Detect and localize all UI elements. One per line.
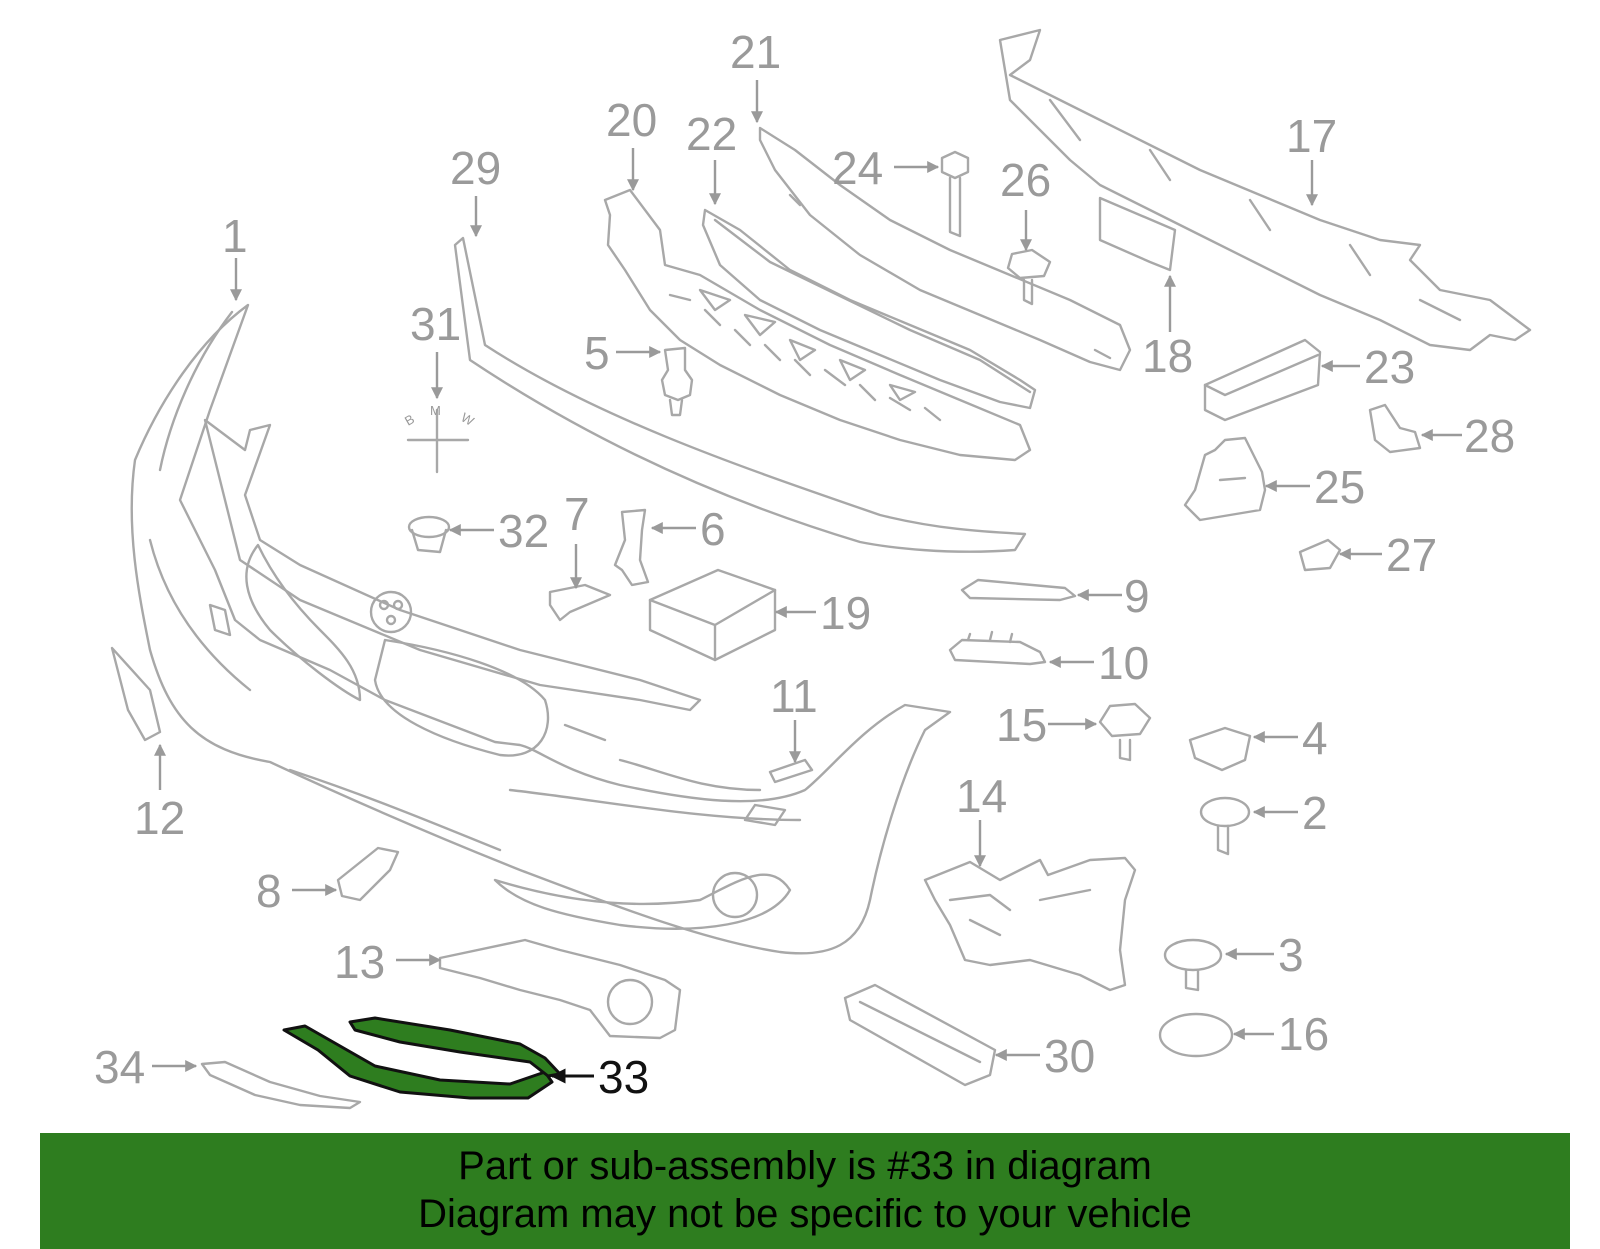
callout-7: 7 (564, 488, 590, 540)
callout-16: 16 (1278, 1008, 1329, 1060)
callout-10: 10 (1098, 637, 1149, 689)
leader-lines (152, 80, 1462, 1084)
bumper-bar-21-part (758, 126, 1132, 372)
callout-1: 1 (222, 210, 248, 262)
push-clip-5-part (660, 346, 694, 417)
bmw-emblem-31-part: B M W (402, 403, 478, 474)
callout-labels: 1 2 3 4 5 6 7 8 9 10 11 12 13 14 15 16 1… (94, 26, 1515, 1103)
info-banner: Part or sub-assembly is #33 in diagram D… (40, 1133, 1570, 1249)
reinforcement-22-part (701, 208, 1037, 410)
callout-18: 18 (1142, 330, 1193, 382)
callout-15: 15 (996, 699, 1047, 751)
bracket-9-part (960, 578, 1077, 602)
callout-34: 34 (94, 1041, 145, 1093)
callout-4: 4 (1302, 712, 1328, 764)
trim-33-highlighted-part (282, 1016, 562, 1100)
bolt-24-part (940, 150, 970, 238)
emblem-letter-w: W (459, 410, 478, 429)
callout-12: 12 (134, 792, 185, 844)
bumper-cover-part (130, 303, 952, 955)
callout-22: 22 (686, 108, 737, 160)
callout-32: 32 (498, 505, 549, 557)
callout-20: 20 (606, 94, 657, 146)
callout-8: 8 (256, 865, 282, 917)
bracket-27-part (1298, 538, 1342, 572)
screw-15-part (1098, 702, 1152, 762)
bracket-28-part (1368, 403, 1422, 454)
callout-6: 6 (700, 503, 726, 555)
grommet-32-part (407, 515, 451, 554)
callout-5: 5 (584, 327, 610, 379)
callout-13: 13 (334, 936, 385, 988)
screw-2-part (1199, 796, 1251, 856)
cover-11-part (768, 758, 814, 784)
callout-24: 24 (832, 142, 883, 194)
callout-9: 9 (1124, 570, 1150, 622)
bracket-23-part (1203, 338, 1322, 422)
callout-3: 3 (1278, 929, 1304, 981)
clip-nut-4-part (1188, 726, 1252, 772)
callout-11: 11 (770, 670, 818, 722)
callout-33: 33 (598, 1051, 649, 1103)
callout-19: 19 (820, 587, 871, 639)
emblem-letter-b: B (402, 411, 417, 428)
o-ring-16-part (1158, 1012, 1234, 1058)
callout-25: 25 (1314, 461, 1365, 513)
callout-30: 30 (1044, 1030, 1095, 1082)
callout-14: 14 (956, 770, 1007, 822)
screw-26-part (1006, 248, 1052, 306)
bracket-18-part (1098, 196, 1177, 272)
carrier-17-part (998, 28, 1532, 352)
callout-17: 17 (1286, 110, 1337, 162)
frame-30-part (843, 983, 997, 1087)
banner-line-disclaimer: Diagram may not be specific to your vehi… (418, 1192, 1192, 1236)
bracket-10-part (948, 630, 1047, 666)
bracket-6-part (613, 508, 650, 587)
callout-23: 23 (1364, 341, 1415, 393)
callout-27: 27 (1386, 529, 1437, 581)
trim-strip-29-part (453, 236, 1027, 553)
callout-26: 26 (1000, 154, 1051, 206)
bracket-8-part (336, 846, 400, 902)
callout-28: 28 (1464, 410, 1515, 462)
callout-31: 31 (410, 298, 461, 350)
banner-line-part-number: Part or sub-assembly is #33 in diagram (458, 1144, 1152, 1188)
impact-absorber-20-part (603, 188, 1032, 462)
callout-29: 29 (450, 142, 501, 194)
box-19-part (648, 568, 777, 662)
callout-2: 2 (1302, 787, 1328, 839)
bracket-14-part (923, 856, 1137, 992)
trim-34-part (200, 1060, 362, 1110)
callout-21: 21 (730, 26, 781, 78)
bracket-25-part (1183, 436, 1267, 522)
bracket-7-part (548, 583, 612, 622)
screw-3-part (1163, 938, 1223, 992)
fog-grille-13-part (438, 938, 682, 1040)
emblem-letter-m: M (430, 403, 441, 418)
reflector-12-part (110, 646, 162, 742)
